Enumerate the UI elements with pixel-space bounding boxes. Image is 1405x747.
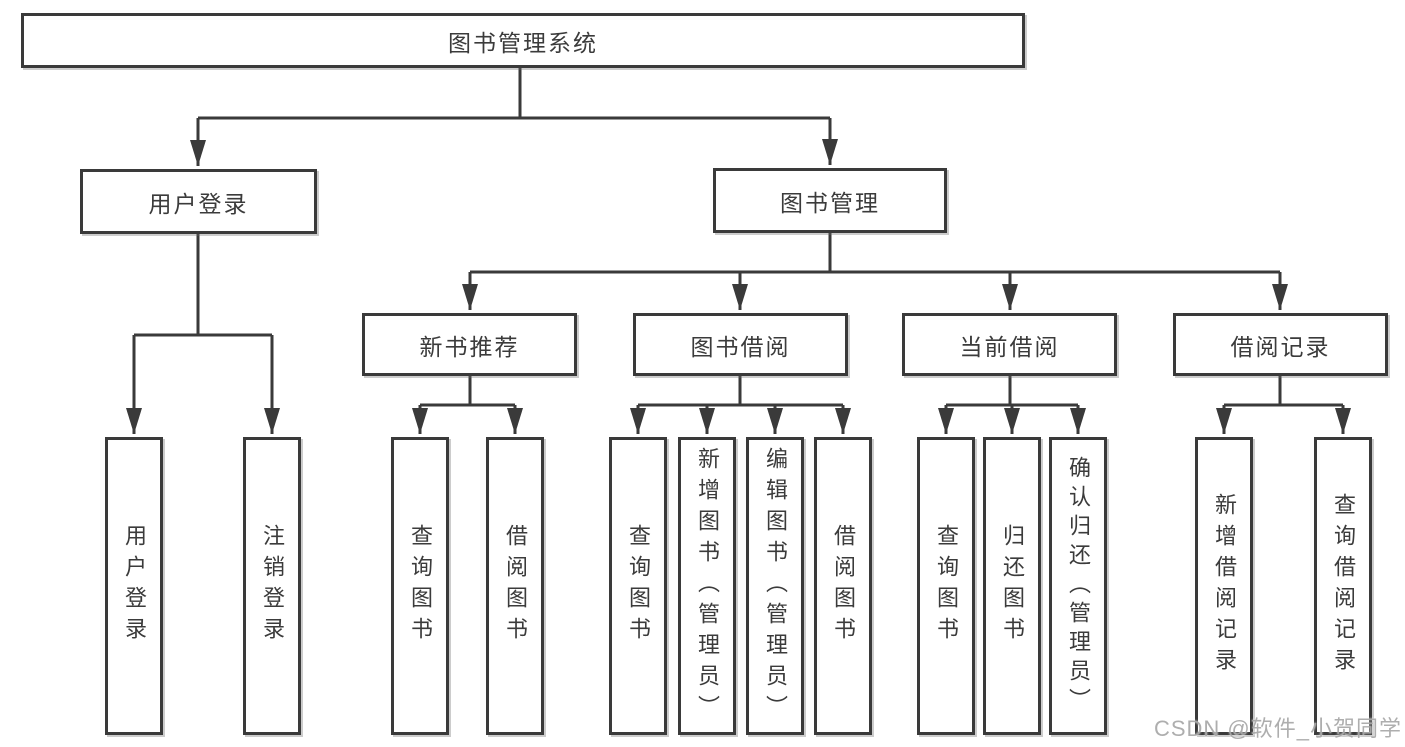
node-new-book-recommend: 新书推荐 — [362, 313, 577, 376]
node-root: 图书管理系统 — [21, 13, 1025, 68]
node-borrow-records: 借阅记录 — [1173, 313, 1388, 376]
node-book-management: 图书管理 — [713, 168, 947, 233]
csdn-watermark: CSDN @软件_小贺同学 — [1153, 716, 1402, 741]
leaf-label: 新增图书（管理员） — [695, 446, 720, 726]
leaf-label: 查询图书 — [934, 524, 959, 648]
leaf-label: 借阅图书 — [503, 524, 528, 648]
leaf-confirm-return-admin: 确认归还（管理员） — [1049, 437, 1107, 735]
leaf-label: 借阅图书 — [831, 524, 856, 648]
leaf-query-books-recommend: 查询图书 — [391, 437, 449, 735]
leaf-logout-login: 注销登录 — [243, 437, 301, 735]
leaf-add-books-admin: 新增图书（管理员） — [678, 437, 736, 735]
leaf-query-borrow-record: 查询借阅记录 — [1314, 437, 1372, 735]
node-current-borrow: 当前借阅 — [902, 313, 1117, 376]
leaf-user-login: 用户登录 — [105, 437, 163, 735]
leaf-label: 新增借阅记录 — [1212, 493, 1237, 679]
leaf-label: 查询图书 — [408, 524, 433, 648]
leaf-borrow-books: 借阅图书 — [814, 437, 872, 735]
leaf-query-books-borrow: 查询图书 — [609, 437, 667, 735]
leaf-label: 用户登录 — [122, 524, 147, 648]
leaf-label: 查询借阅记录 — [1331, 493, 1356, 679]
leaf-label: 确认归还（管理员） — [1066, 455, 1091, 717]
leaf-label: 注销登录 — [260, 524, 285, 648]
leaf-edit-books-admin: 编辑图书（管理员） — [746, 437, 804, 735]
leaf-query-books-current: 查询图书 — [917, 437, 975, 735]
node-user-login: 用户登录 — [80, 169, 317, 234]
leaf-return-books: 归还图书 — [983, 437, 1041, 735]
leaf-label: 编辑图书（管理员） — [763, 446, 788, 726]
node-book-borrow: 图书借阅 — [633, 313, 848, 376]
leaf-borrow-books-recommend: 借阅图书 — [486, 437, 544, 735]
leaf-add-borrow-record: 新增借阅记录 — [1195, 437, 1253, 735]
leaf-label: 查询图书 — [626, 524, 651, 648]
leaf-label: 归还图书 — [1000, 524, 1025, 648]
